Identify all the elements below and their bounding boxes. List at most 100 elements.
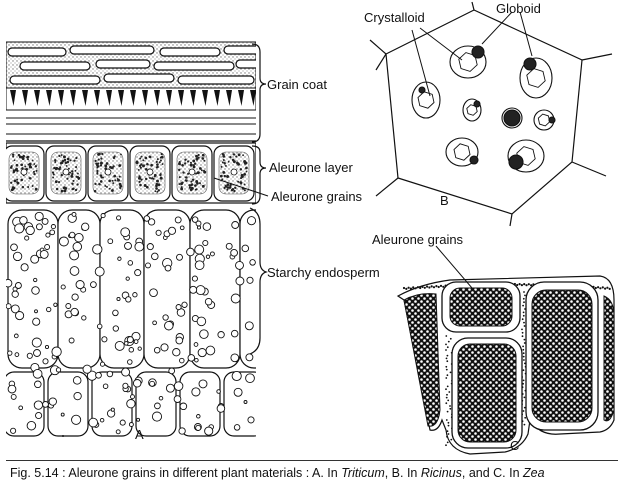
- wall-dot: [446, 393, 448, 396]
- wall-dot: [423, 286, 426, 289]
- coat-tooth: [10, 90, 16, 106]
- wall-dot: [523, 301, 525, 304]
- caption-species-b: Ricinus: [420, 466, 462, 480]
- starch-grain: [25, 225, 35, 236]
- starch-grain: [34, 211, 44, 221]
- wall-dot: [446, 430, 449, 433]
- starch-grain: [245, 353, 254, 362]
- starch-grain: [151, 411, 163, 422]
- wall-dot: [414, 287, 417, 290]
- starch-grain: [195, 285, 206, 296]
- wall-dot: [522, 379, 525, 382]
- starch-grain: [74, 232, 84, 243]
- starch-grain: [34, 380, 42, 389]
- starchy-endosperm-region: [6, 209, 256, 437]
- wall-dot: [426, 285, 429, 288]
- starch-grain: [128, 422, 134, 427]
- starch-grain: [172, 348, 181, 357]
- wall-dot: [447, 340, 450, 343]
- wall-dot: [445, 377, 448, 379]
- zea-cell-right: [525, 281, 599, 431]
- starch-grain: [125, 276, 130, 281]
- starch-grain: [81, 222, 90, 231]
- wall-dot: [522, 311, 525, 314]
- wall-dot: [523, 359, 525, 361]
- starch-grain: [187, 354, 196, 362]
- wall-dot: [601, 286, 604, 289]
- starch-grain: [7, 384, 17, 394]
- starch-grain: [60, 284, 66, 290]
- coat-tooth: [238, 90, 244, 106]
- label-aleurone-layer: Aleurone layer: [269, 160, 353, 175]
- starch-grain: [125, 296, 132, 303]
- panel-letter-b: B: [440, 193, 449, 208]
- wall-dot: [522, 345, 524, 348]
- wall-dot: [523, 406, 526, 409]
- starch-grain: [217, 331, 225, 339]
- wall-dot: [445, 444, 447, 447]
- starch-grain: [107, 238, 114, 245]
- starch-grain: [199, 329, 209, 339]
- wall-dot: [446, 441, 449, 444]
- starch-grain: [132, 379, 142, 388]
- wall-dot: [446, 385, 449, 388]
- starch-grain: [197, 348, 207, 358]
- starch-grain: [44, 244, 51, 250]
- starch-grain: [48, 397, 57, 406]
- wall-dot: [525, 284, 528, 287]
- wall-dot: [604, 287, 607, 290]
- wall-dot: [407, 286, 410, 289]
- starch-grain: [95, 371, 102, 379]
- label-globoid: Globoid: [496, 1, 541, 16]
- coat-tooth: [70, 90, 76, 106]
- starch-grain: [209, 251, 215, 257]
- coat-tooth: [190, 90, 196, 106]
- starch-grain: [31, 337, 42, 348]
- wall-dot: [448, 391, 451, 393]
- wall-dot: [597, 286, 600, 289]
- starch-grain: [32, 368, 43, 379]
- zea-cell-far-left: [403, 293, 441, 427]
- starch-grain: [45, 232, 51, 238]
- wall-dot: [523, 342, 526, 344]
- starch-grain: [14, 223, 25, 234]
- starch-grain: [179, 357, 185, 364]
- wall-dot: [523, 321, 525, 324]
- wall-dot: [421, 285, 424, 288]
- wall-dot: [402, 286, 406, 290]
- starch-grain: [69, 250, 80, 261]
- caption-species-c: Zea: [523, 466, 545, 480]
- starch-grain: [193, 342, 199, 347]
- wall-dot: [446, 410, 449, 413]
- protein-body: [462, 98, 482, 122]
- wall-dot: [446, 374, 449, 377]
- starch-grain: [75, 280, 85, 290]
- panel-a-triticum: Grain coat Aleurone layer Aleurone grain…: [6, 41, 380, 442]
- starch-grain: [31, 286, 40, 295]
- starch-grain: [233, 424, 241, 431]
- starch-grain: [202, 222, 212, 231]
- starch-grain: [72, 376, 82, 385]
- starch-grain: [230, 293, 241, 304]
- caption-mid-1: , B. In: [384, 466, 421, 480]
- starch-grain: [99, 417, 105, 423]
- starch-grain: [146, 243, 154, 251]
- starch-grain: [230, 329, 239, 338]
- starch-grain: [117, 256, 122, 261]
- coat-tooth: [94, 90, 100, 106]
- starch-grain: [41, 217, 49, 225]
- coat-tooth: [34, 90, 40, 106]
- panel-letter-a: A: [135, 427, 144, 442]
- starch-grain: [7, 350, 13, 356]
- caption-prefix: Fig. 5.14 : Aleurone grains in different…: [10, 466, 342, 480]
- starch-grain: [14, 282, 22, 289]
- wall-dot: [445, 419, 448, 421]
- starch-grain: [231, 370, 242, 382]
- starch-grain: [176, 253, 183, 261]
- starch-grain: [174, 216, 182, 224]
- zea-cell-far-right: [603, 295, 615, 422]
- starch-grain: [196, 316, 207, 327]
- starch-grain: [122, 382, 129, 389]
- zea-cell-top-left: [441, 281, 521, 333]
- starch-grain: [168, 367, 176, 375]
